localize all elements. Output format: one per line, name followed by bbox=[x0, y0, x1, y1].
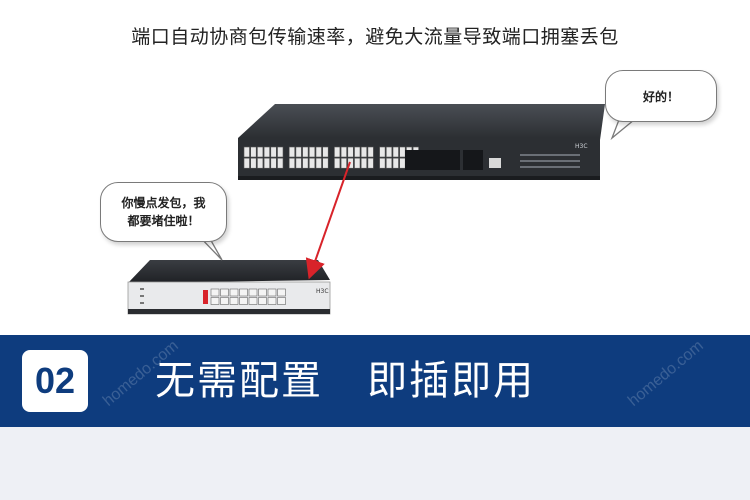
port bbox=[257, 157, 264, 169]
port bbox=[267, 297, 277, 305]
port bbox=[220, 297, 229, 305]
port bbox=[334, 157, 341, 169]
port bbox=[392, 157, 399, 169]
port bbox=[277, 157, 284, 169]
switch-illustration: H3C H3C bbox=[127, 104, 642, 315]
watermark: homedo.com bbox=[625, 337, 707, 410]
feature-title: 无需配置 即插即用 bbox=[155, 358, 536, 404]
port bbox=[277, 146, 284, 158]
port bbox=[250, 146, 257, 158]
port bbox=[340, 157, 347, 169]
port bbox=[239, 288, 248, 297]
complaint-bubble: 你慢点发包，我 都要堵住啦！ bbox=[100, 182, 227, 242]
port bbox=[399, 157, 406, 169]
port bbox=[308, 157, 316, 169]
bottom-band bbox=[0, 427, 750, 500]
caption: 端口自动协商包传输速率，避免大流量导致端口拥塞丢包 bbox=[131, 26, 619, 48]
port bbox=[258, 288, 267, 297]
port bbox=[263, 146, 270, 158]
port bbox=[379, 157, 386, 169]
port bbox=[392, 146, 399, 158]
port bbox=[248, 288, 258, 297]
port bbox=[267, 288, 277, 297]
port bbox=[385, 157, 393, 169]
port bbox=[243, 146, 250, 158]
feature-banner: 02 无需配置 即插即用 homedo.com homedo.com bbox=[0, 335, 750, 427]
port bbox=[340, 146, 347, 158]
port bbox=[360, 146, 368, 158]
port bbox=[288, 157, 296, 169]
port bbox=[270, 157, 277, 169]
data-flow-arrow bbox=[305, 161, 351, 280]
port bbox=[302, 146, 309, 158]
access-switch-brand: H3C bbox=[316, 288, 329, 295]
port bbox=[229, 288, 239, 297]
port bbox=[239, 297, 248, 305]
core-switch: H3C bbox=[238, 104, 605, 180]
port bbox=[288, 146, 296, 158]
port bbox=[322, 157, 329, 169]
port bbox=[385, 146, 393, 158]
port bbox=[295, 146, 302, 158]
feature-number-badge: 02 bbox=[22, 350, 88, 412]
port bbox=[220, 288, 229, 297]
port bbox=[354, 157, 361, 169]
port bbox=[257, 146, 264, 158]
port bbox=[248, 297, 258, 305]
port bbox=[302, 157, 309, 169]
complaint-line-2: 都要堵住啦！ bbox=[127, 214, 200, 228]
port bbox=[277, 297, 286, 305]
port bbox=[258, 297, 267, 305]
port bbox=[347, 146, 354, 158]
port bbox=[277, 288, 286, 297]
port bbox=[263, 157, 270, 169]
port bbox=[210, 297, 220, 305]
port bbox=[295, 157, 302, 169]
port bbox=[210, 288, 220, 297]
port bbox=[315, 146, 322, 158]
access-switch: H3C bbox=[127, 260, 331, 315]
port bbox=[229, 297, 239, 305]
port bbox=[270, 146, 277, 158]
port bbox=[334, 146, 341, 158]
core-switch-brand: H3C bbox=[575, 143, 588, 150]
port bbox=[315, 157, 322, 169]
reply-bubble: 好的！ bbox=[605, 70, 717, 122]
port bbox=[360, 157, 368, 169]
port bbox=[379, 146, 386, 158]
port bbox=[308, 146, 316, 158]
complaint-line-1: 你慢点发包，我 bbox=[121, 196, 206, 210]
port bbox=[367, 146, 374, 158]
port bbox=[322, 146, 329, 158]
port bbox=[354, 146, 361, 158]
port bbox=[399, 146, 406, 158]
port bbox=[367, 157, 374, 169]
port bbox=[243, 157, 250, 169]
port bbox=[250, 157, 257, 169]
